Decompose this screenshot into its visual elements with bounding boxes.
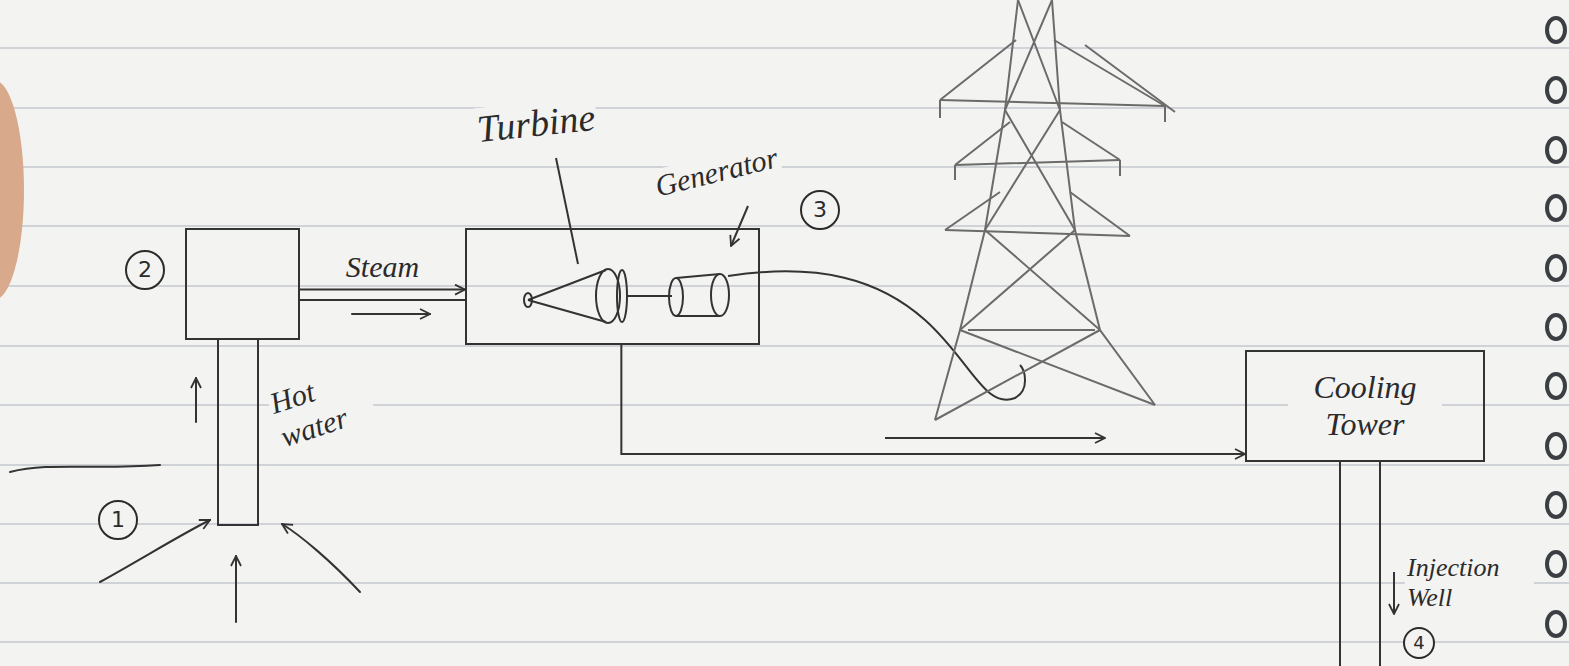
part-label: Injection Well xyxy=(1405,553,1534,613)
turbine-house-box: TurbineGenerator xyxy=(465,228,760,345)
part-label: Generator xyxy=(650,140,783,205)
callout-number: 4 xyxy=(1403,627,1435,659)
pipe-connector xyxy=(300,289,465,291)
part-label: Turbine xyxy=(473,96,599,152)
flash-tank-box: 2 xyxy=(185,228,300,340)
callout-number: 3 xyxy=(800,190,840,230)
flow-label: Steam xyxy=(344,250,421,285)
injection-well xyxy=(885,438,1394,666)
callout-number: 1 xyxy=(98,500,138,540)
callout-number: 2 xyxy=(125,250,165,290)
pipe-connector xyxy=(621,345,1245,454)
thumb xyxy=(0,80,24,300)
node-label: Cooling Tower xyxy=(1288,369,1442,443)
flow-label: Hot water xyxy=(264,358,379,454)
well-pipes xyxy=(10,300,465,622)
transmission-tower xyxy=(935,0,1175,420)
ruled-lines xyxy=(0,48,1569,642)
cooling-tower-box: Cooling Tower xyxy=(1245,350,1485,462)
spiral-binding xyxy=(1547,18,1565,636)
